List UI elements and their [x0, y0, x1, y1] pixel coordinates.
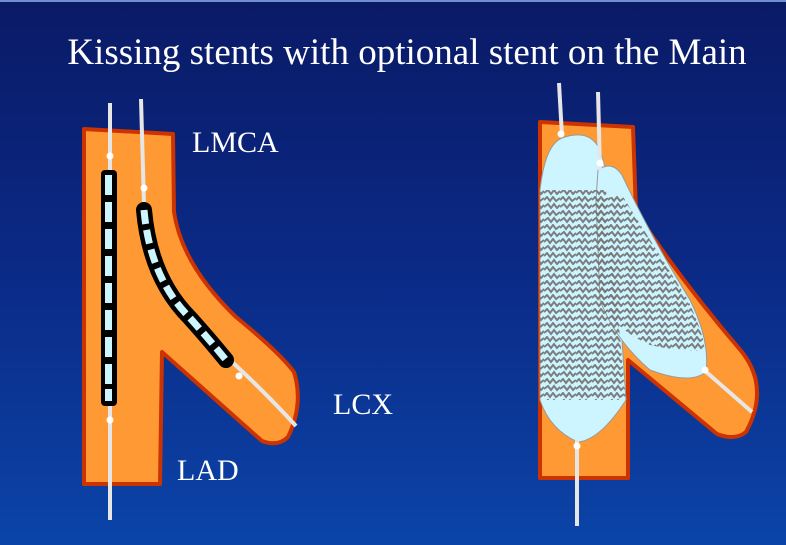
marker-dot	[106, 152, 114, 160]
marker-dot	[140, 184, 148, 192]
label-lmca: LMCA	[192, 126, 279, 159]
slide-title: Kissing stents with optional stent on th…	[67, 32, 747, 73]
marker-dot	[573, 442, 581, 450]
top-divider	[0, 0, 786, 2]
marker-dot	[106, 416, 114, 424]
lcx-stent	[136, 202, 234, 368]
main-guidewire	[557, 82, 564, 137]
marker-dot	[596, 159, 604, 167]
label-lcx: LCX	[333, 388, 393, 421]
kissing-stent-struts	[540, 190, 705, 400]
marker-dot	[701, 366, 709, 374]
label-lad: LAD	[177, 454, 239, 487]
right-bifurcation	[538, 82, 759, 526]
side-guidewire	[596, 91, 602, 171]
marker-dot	[235, 372, 243, 380]
lcx-guidewire-right	[702, 368, 754, 414]
lad-stent	[101, 170, 117, 406]
marker-dot	[557, 130, 565, 138]
left-bifurcation	[82, 98, 300, 520]
